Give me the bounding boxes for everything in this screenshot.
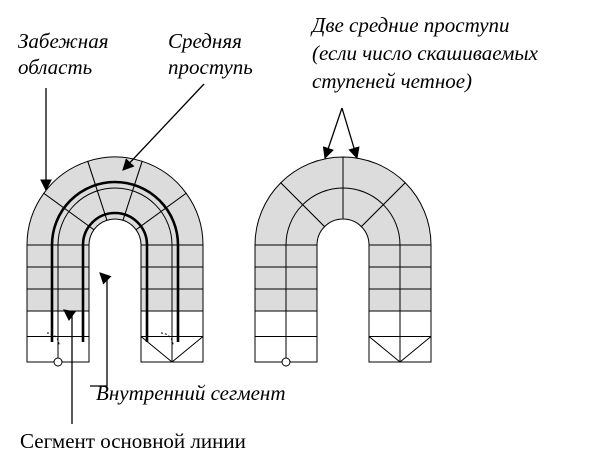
walk-line xyxy=(57,187,173,362)
inner-segment-label: Внутренний сегмент xyxy=(96,381,286,405)
middle-tread-label-line1: Средняя xyxy=(168,29,242,53)
direction-mark xyxy=(171,336,204,363)
pivot-mark xyxy=(46,332,60,346)
middle-tread-label-line2: проступь xyxy=(168,55,253,79)
winder-tread xyxy=(360,182,432,246)
baseline-segment-line xyxy=(50,180,180,342)
inner-segment-arrow xyxy=(90,272,112,387)
baseline-segment-label: Сегмент основной линии xyxy=(20,429,246,453)
left-stair xyxy=(26,156,204,367)
middle-tread-arrow xyxy=(122,83,205,171)
winder-tread xyxy=(135,192,204,246)
two-middle-treads-label-line3: ступеней четное) xyxy=(312,69,472,93)
winder-area-label-line2: область xyxy=(18,55,92,79)
two-middle-treads-label-line1: Две средние проступи xyxy=(310,13,510,37)
two-middle-treads-arrow-left xyxy=(322,107,343,160)
inner-segment-line xyxy=(81,211,149,342)
two-middle-treads-arrow-right xyxy=(341,107,360,160)
start-marker xyxy=(53,357,63,367)
pivot-mark xyxy=(160,332,174,346)
winder-area-label-line1: Забежная xyxy=(18,29,108,53)
direction-mark xyxy=(368,336,401,363)
start-marker xyxy=(281,357,291,367)
two-middle-treads-label-line2: (если число скашиваемых xyxy=(312,41,539,65)
baseline-segment-arrow xyxy=(63,309,76,424)
direction-mark xyxy=(399,336,432,363)
right-stair xyxy=(254,156,432,367)
walk-line xyxy=(285,187,401,362)
